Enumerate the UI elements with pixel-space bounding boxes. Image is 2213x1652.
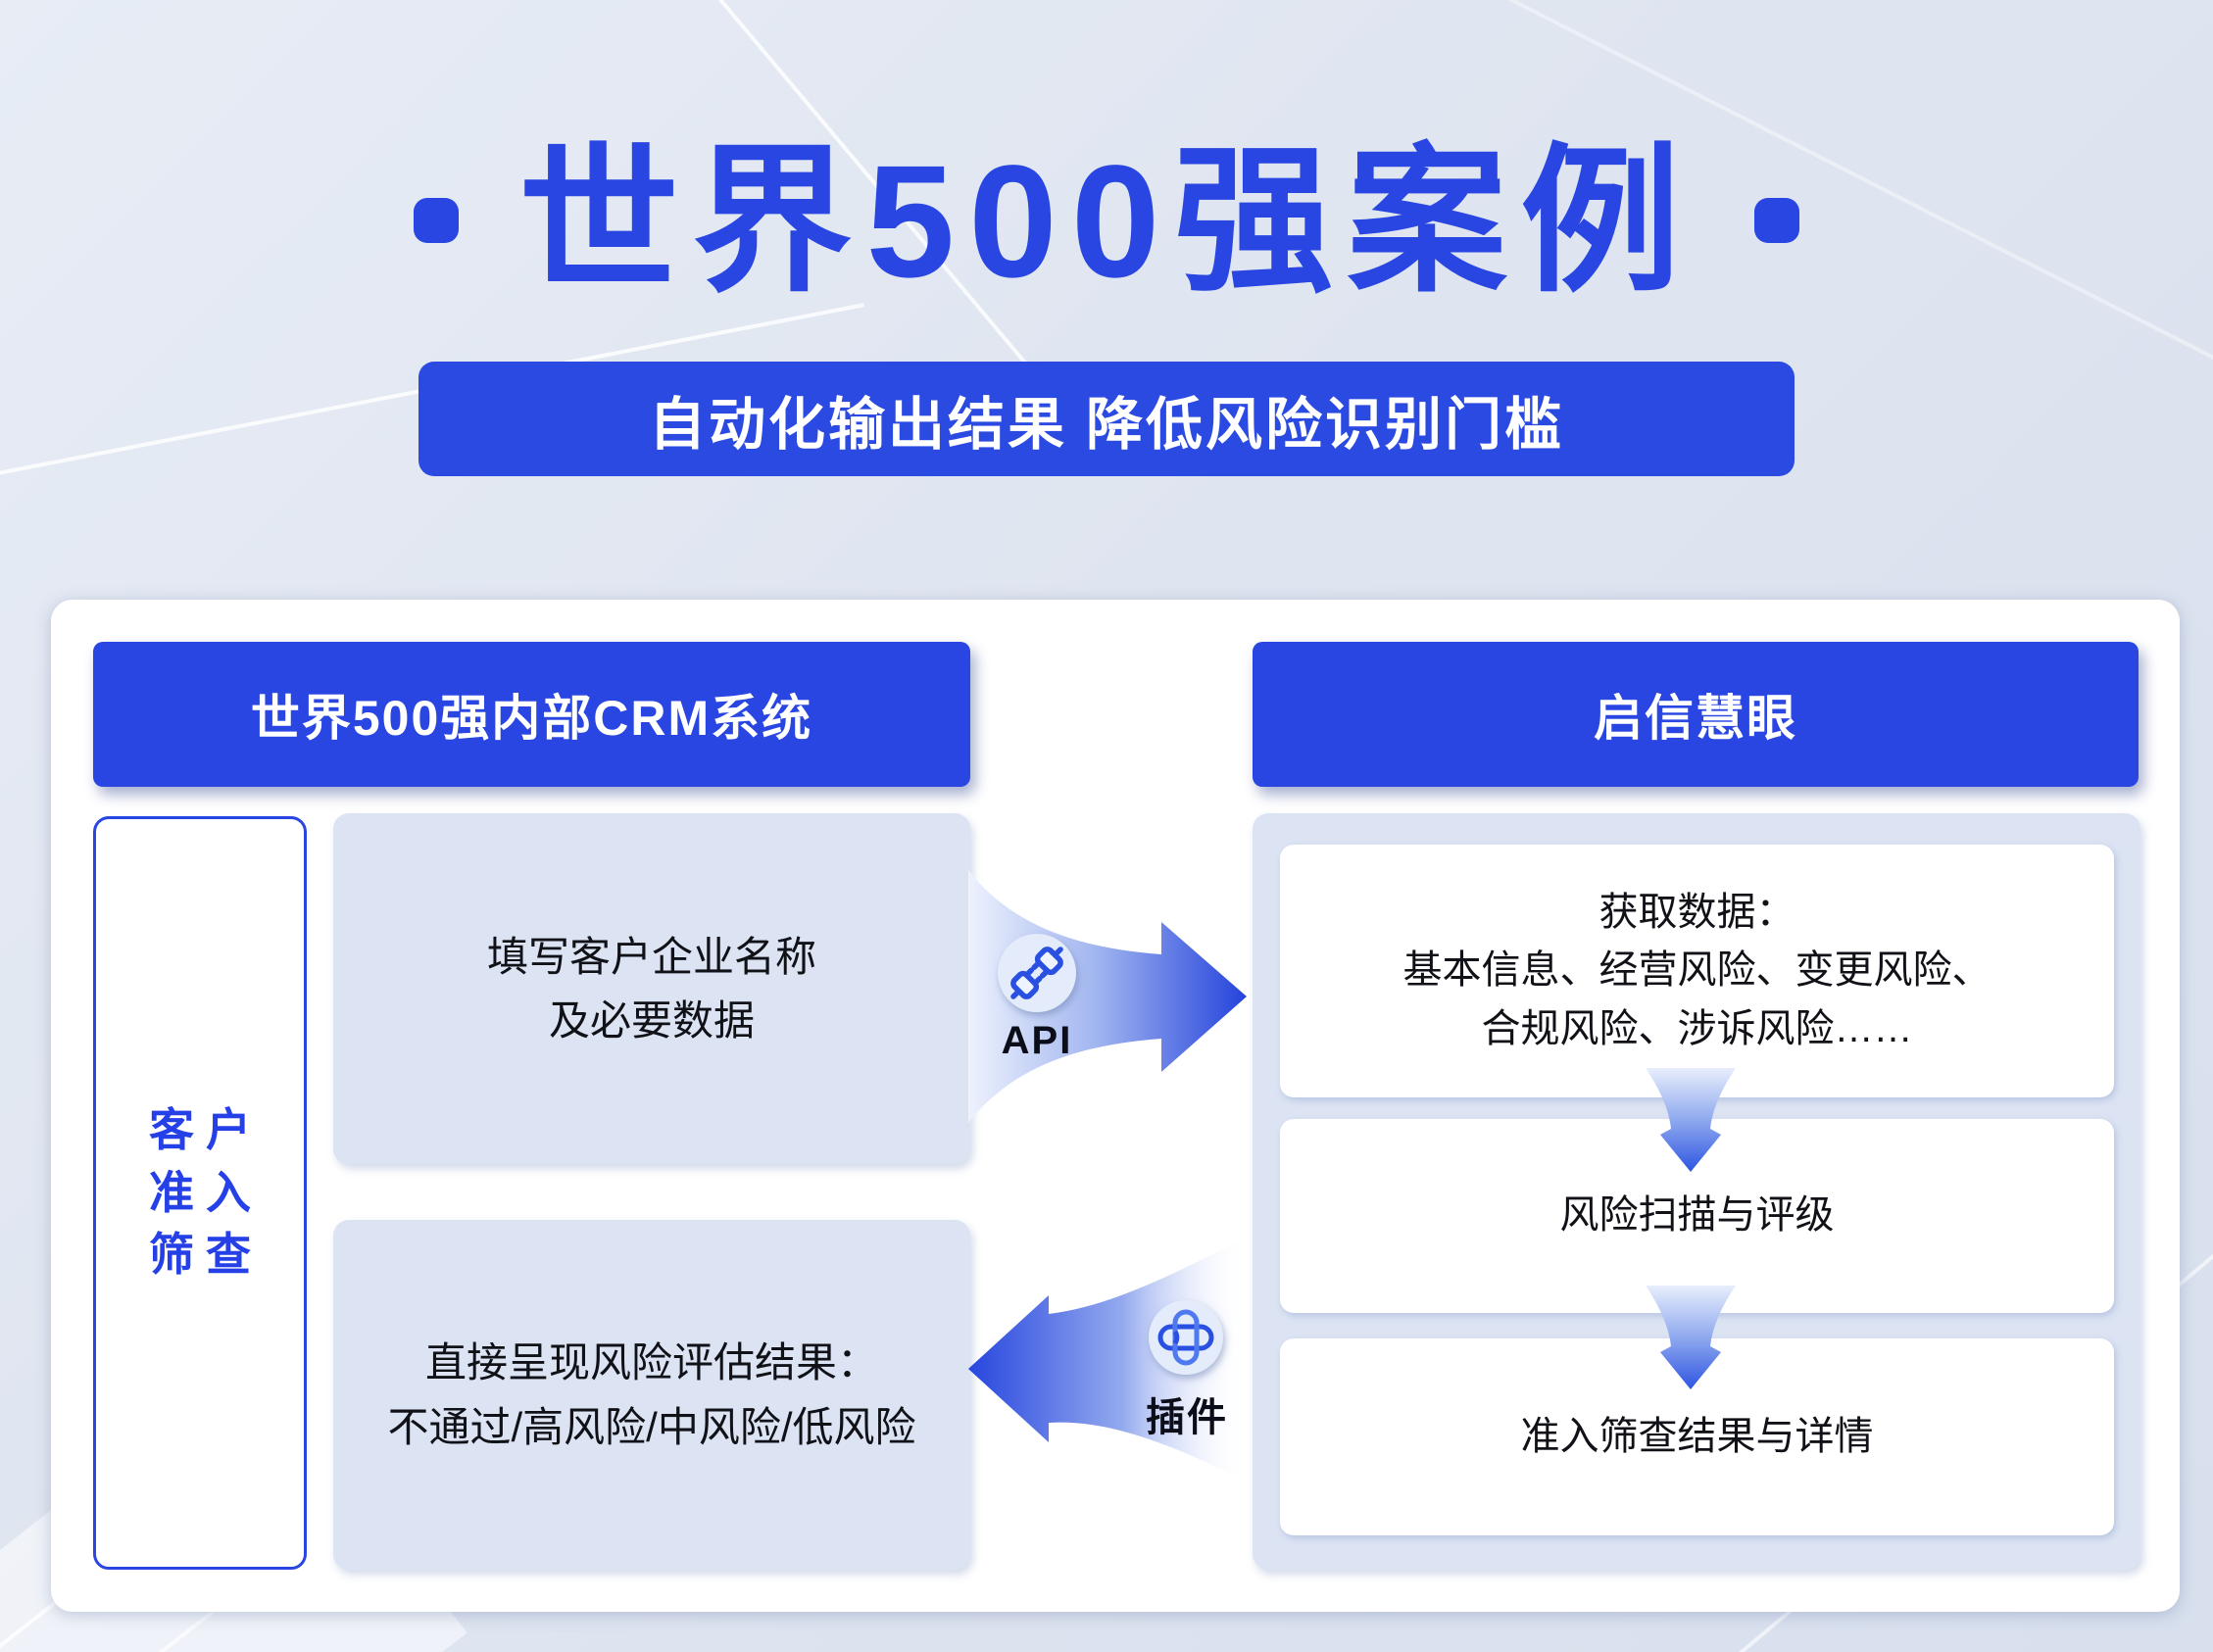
side-label-line: 客户 <box>149 1104 263 1156</box>
crm-input-box: 填写客户企业名称 及必要数据 <box>333 813 970 1164</box>
diagram-panel: 世界500强内部CRM系统 启信慧眼 客户 准入 筛查 填写客户企业名称 及必要… <box>51 600 2180 1612</box>
subtitle-banner: 自动化输出结果 降低风险识别门槛 <box>418 362 1795 476</box>
page-title: 世界500强案例 <box>518 130 1695 311</box>
customer-screening-label: 客户 准入 筛查 <box>93 816 307 1570</box>
qixin-step-result-box: 准入筛查结果与详情 <box>1280 1338 2114 1535</box>
crm-input-line: 填写客户企业名称 <box>486 933 816 980</box>
qixin-huiyan-header: 启信慧眼 <box>1253 642 2139 787</box>
title-row: 世界500强案例 <box>0 116 2213 325</box>
qixin-data-line: 合规风险、涉诉风险…… <box>1481 1006 1913 1050</box>
qixin-data-line: 基本信息、经营风险、变更风险、 <box>1402 948 1992 993</box>
qixin-step-data-box: 获取数据： 基本信息、经营风险、变更风险、 合规风险、涉诉风险…… <box>1280 845 2114 1097</box>
qixin-panel: 获取数据： 基本信息、经营风险、变更风险、 合规风险、涉诉风险…… 风险扫描与评… <box>1253 813 2140 1570</box>
title-dot-left <box>413 198 459 243</box>
crm-system-header: 世界500强内部CRM系统 <box>93 642 970 787</box>
side-label-line: 筛查 <box>149 1229 263 1281</box>
crm-input-line: 及必要数据 <box>548 997 755 1044</box>
crm-result-box: 直接呈现风险评估结果： 不通过/高风险/中风险/低风险 <box>333 1220 970 1570</box>
title-dot-right <box>1754 198 1800 243</box>
qixin-data-line: 获取数据： <box>1598 891 1795 935</box>
crm-result-line: 直接呈现风险评估结果： <box>424 1339 878 1386</box>
side-label-line: 准入 <box>149 1166 263 1218</box>
crm-result-line: 不通过/高风险/中风险/低风险 <box>387 1403 916 1450</box>
api-label: API <box>1001 1019 1073 1062</box>
plugin-label: 插件 <box>1146 1396 1228 1439</box>
qixin-step-scan-box: 风险扫描与评级 <box>1280 1119 2114 1313</box>
